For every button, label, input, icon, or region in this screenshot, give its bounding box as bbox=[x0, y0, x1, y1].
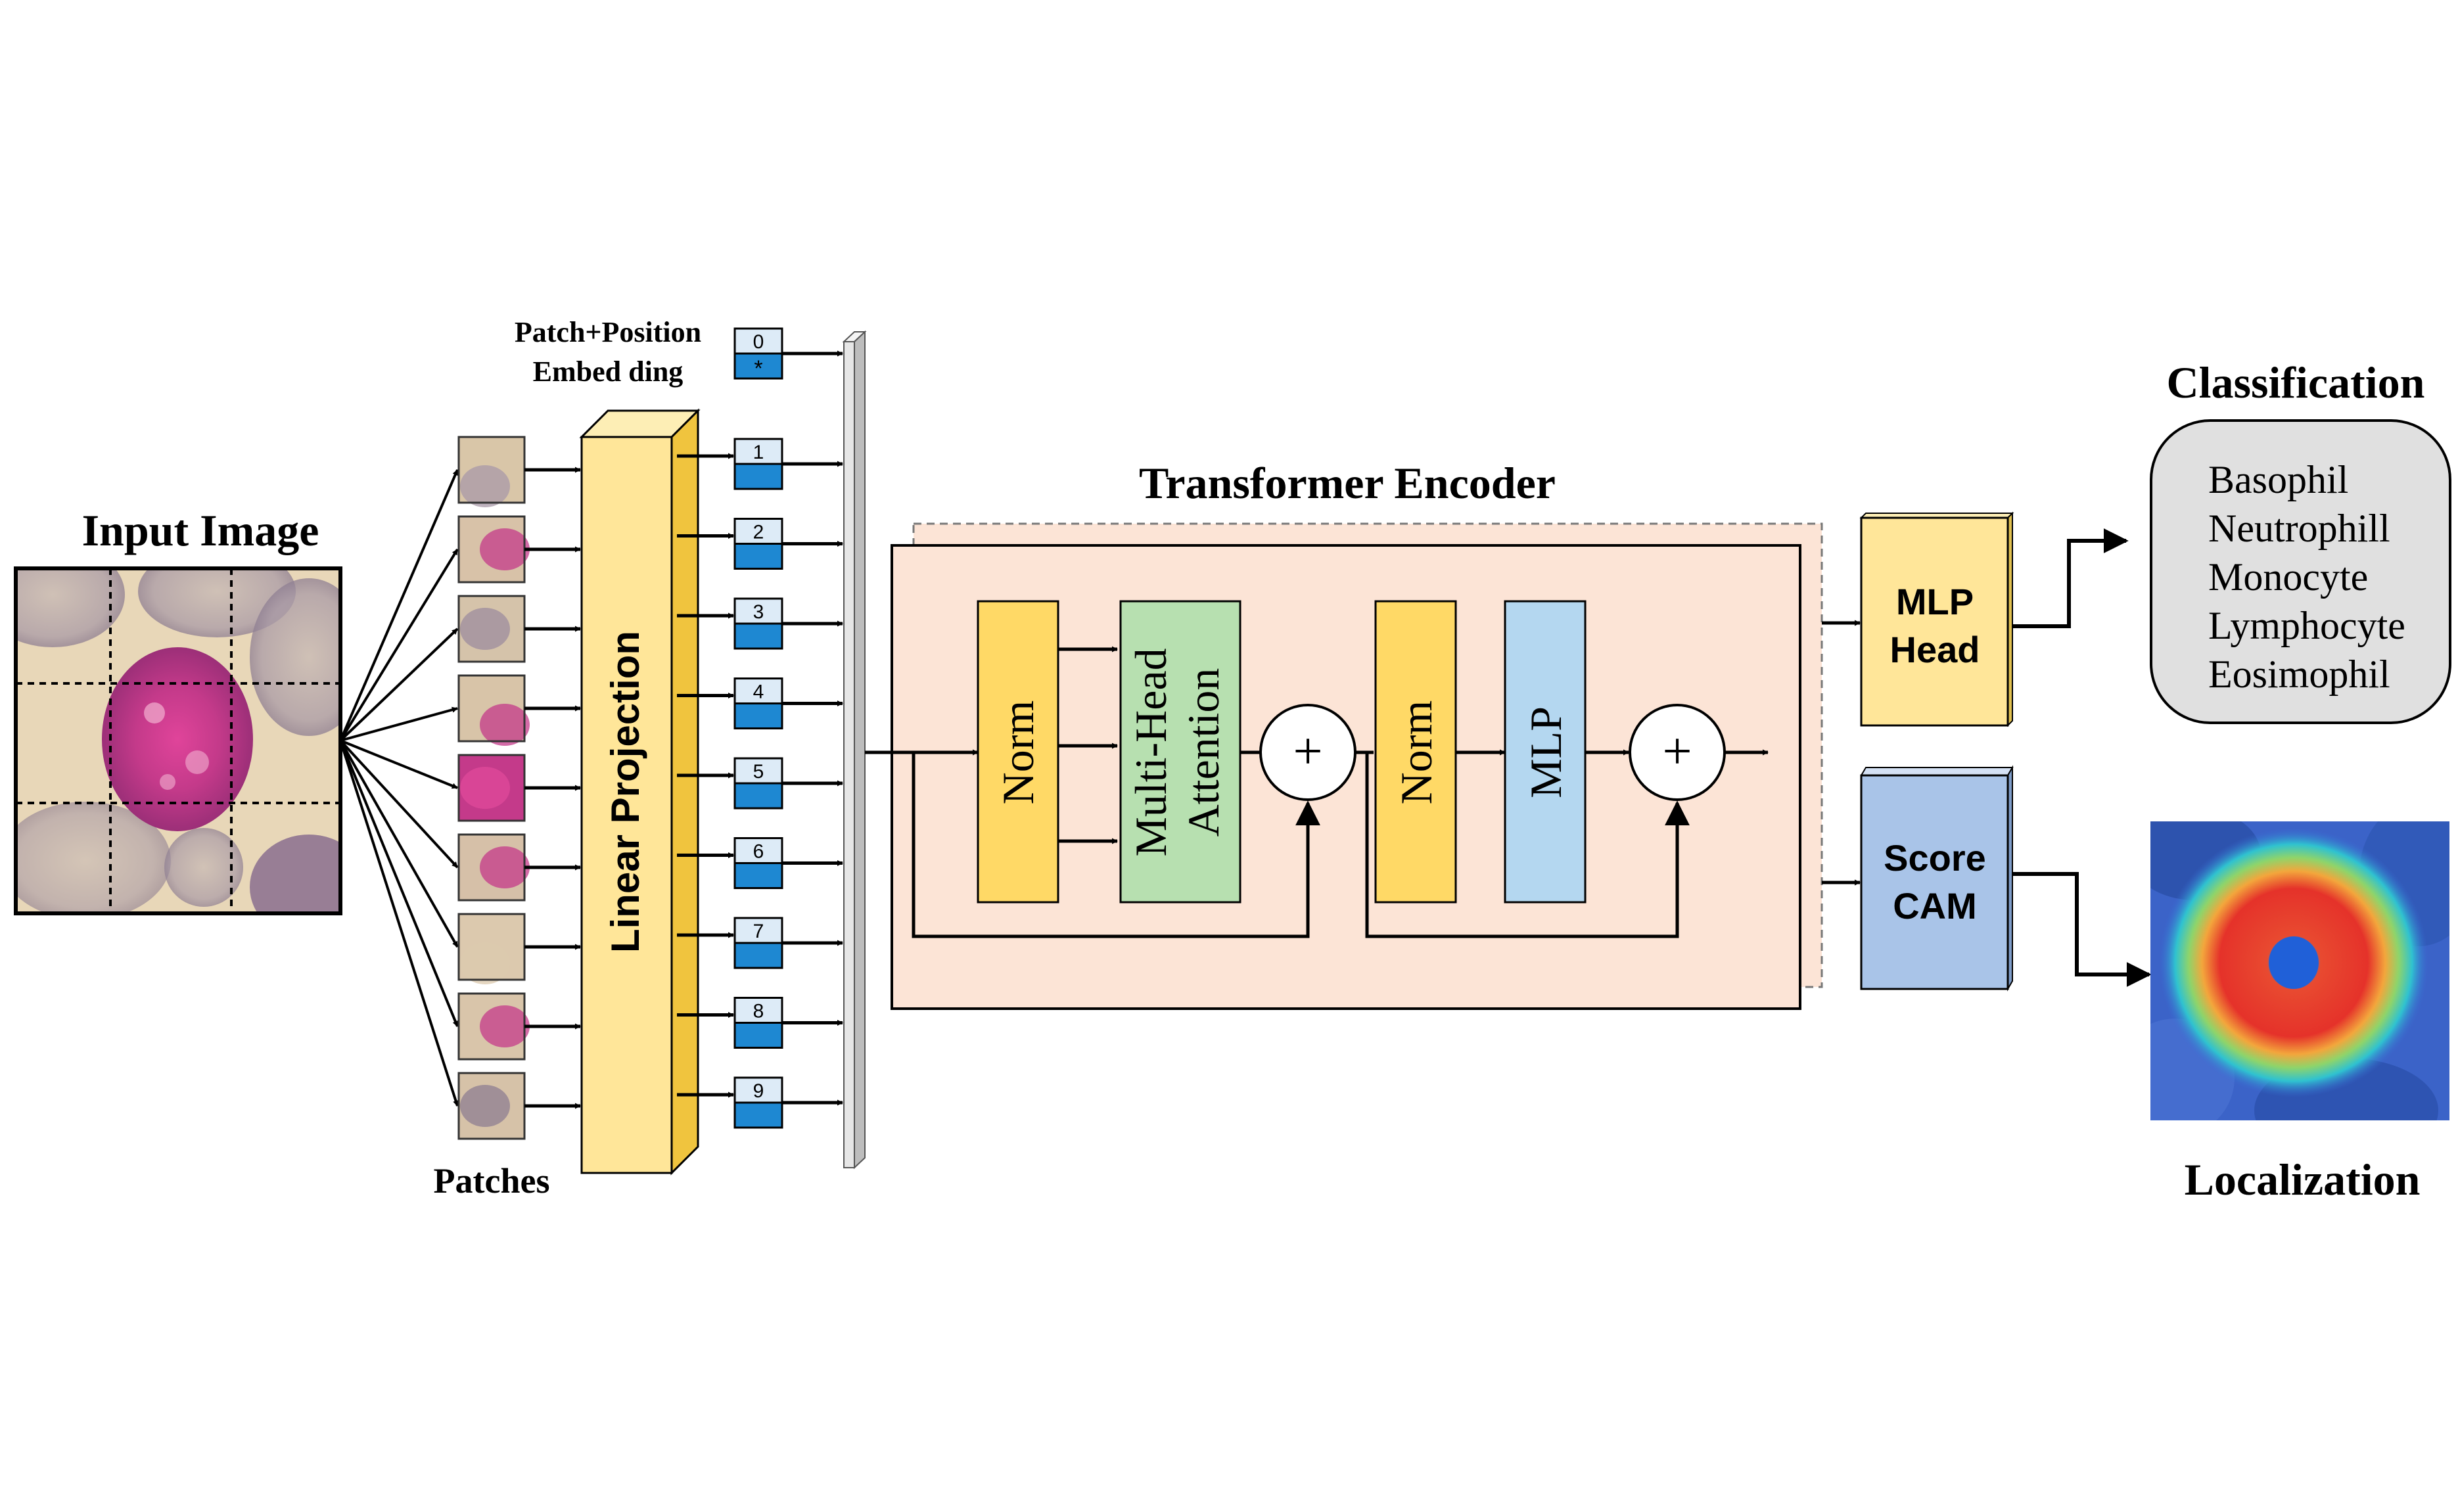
embedding-token: 4 bbox=[733, 677, 783, 729]
embedding-token: 7 bbox=[733, 917, 783, 969]
mlp-head-block: MLP Head bbox=[1859, 511, 2014, 727]
localization-title: Localization bbox=[2185, 1155, 2421, 1204]
token-position-label: 0 bbox=[753, 331, 764, 353]
add-2-symbol: + bbox=[1662, 723, 1692, 781]
token-sequence-bar bbox=[842, 330, 867, 1170]
classification-title: Classification bbox=[2167, 357, 2425, 407]
class-label: Lymphocyte bbox=[2208, 604, 2405, 647]
patch-thumbnail bbox=[457, 833, 530, 902]
multi-head-attention-block bbox=[1119, 600, 1241, 904]
linear-projection-block: Linear Projection bbox=[579, 408, 701, 1176]
patch-thumbnail bbox=[457, 992, 530, 1061]
class-label: Neutrophill bbox=[2208, 507, 2390, 550]
token-position-label: 8 bbox=[753, 1001, 764, 1022]
score-cam-block: Score CAM bbox=[1860, 765, 2014, 992]
localization-heatmap bbox=[2150, 821, 2449, 1120]
token-position-label: 9 bbox=[753, 1080, 764, 1102]
embedding-label-line2: Embed ding bbox=[533, 355, 684, 388]
patch-thumbnail bbox=[457, 913, 526, 984]
embedding-token: 5 bbox=[733, 757, 783, 810]
embedding-label-line1: Patch+Position bbox=[515, 316, 701, 348]
attention-label-line1: Multi-Head bbox=[1126, 648, 1176, 856]
token-position-label: 3 bbox=[753, 601, 764, 623]
token-position-label: 2 bbox=[753, 522, 764, 543]
classification-box bbox=[2150, 419, 2451, 724]
norm-to-attention-arrows bbox=[1058, 646, 1118, 844]
token-position-label: 7 bbox=[753, 921, 764, 942]
norm-1-label: Norm bbox=[993, 700, 1043, 805]
embedding-token: 0* bbox=[733, 327, 783, 381]
class-label: Eosimophil bbox=[2208, 653, 2390, 696]
linear-projection-label: Linear Projection bbox=[603, 631, 647, 953]
patch-grid-lines bbox=[16, 568, 340, 913]
token-position-label: 5 bbox=[753, 761, 764, 783]
class-label: Monocyte bbox=[2208, 555, 2368, 599]
score-cam-label-line2: CAM bbox=[1893, 885, 1977, 927]
score-cam-label-line1: Score bbox=[1884, 837, 1986, 879]
class-label: Basophil bbox=[2208, 458, 2348, 501]
embedding-token: 9 bbox=[733, 1076, 783, 1129]
patch-thumbnail bbox=[457, 754, 526, 822]
patch-thumbnail bbox=[457, 595, 526, 663]
image-to-patches-arrows bbox=[339, 469, 459, 1107]
patches-label: Patches bbox=[434, 1161, 550, 1201]
token-position-label: 6 bbox=[753, 841, 764, 863]
class-list: BasophilNeutrophillMonocyteLymphocyteEos… bbox=[2208, 458, 2405, 696]
mlp-head-label-line2: Head bbox=[1890, 629, 1980, 670]
norm-2-label: Norm bbox=[1391, 700, 1441, 805]
embedding-token: 2 bbox=[733, 518, 783, 570]
embedding-token: 6 bbox=[733, 837, 783, 889]
token-position-label: 1 bbox=[753, 442, 764, 463]
mlp-label: MLP bbox=[1521, 706, 1571, 798]
norm-2-block bbox=[1374, 600, 1457, 904]
patch-thumbnail bbox=[457, 436, 526, 507]
patch-to-projection-arrows bbox=[524, 467, 581, 1109]
patch-thumbnail bbox=[457, 515, 530, 584]
norm-1-block bbox=[977, 600, 1059, 904]
embedding-token: 3 bbox=[733, 597, 783, 650]
transformer-encoder-title: Transformer Encoder bbox=[1139, 458, 1556, 508]
embedding-token: 8 bbox=[733, 997, 783, 1049]
input-image-title: Input Image bbox=[82, 505, 319, 555]
residual-connection-2 bbox=[1365, 752, 1690, 938]
projection-to-token-arrows bbox=[677, 350, 843, 1106]
token-position-label: 4 bbox=[753, 681, 764, 703]
attention-label-line2: Attention bbox=[1178, 668, 1228, 837]
embedding-token: 1 bbox=[733, 438, 783, 490]
patch-thumbnail bbox=[457, 674, 530, 746]
input-image bbox=[16, 568, 340, 913]
patch-thumbnail bbox=[457, 1072, 526, 1140]
mlp-head-to-classification-arrow bbox=[2012, 528, 2129, 628]
token-class-marker: * bbox=[754, 356, 762, 381]
patch-thumbnails bbox=[457, 436, 530, 1140]
mlp-head-label-line1: MLP bbox=[1896, 581, 1974, 622]
residual-connection-1 bbox=[912, 752, 1320, 938]
add-1-symbol: + bbox=[1293, 723, 1322, 781]
score-cam-to-localization-arrow bbox=[2012, 872, 2152, 987]
